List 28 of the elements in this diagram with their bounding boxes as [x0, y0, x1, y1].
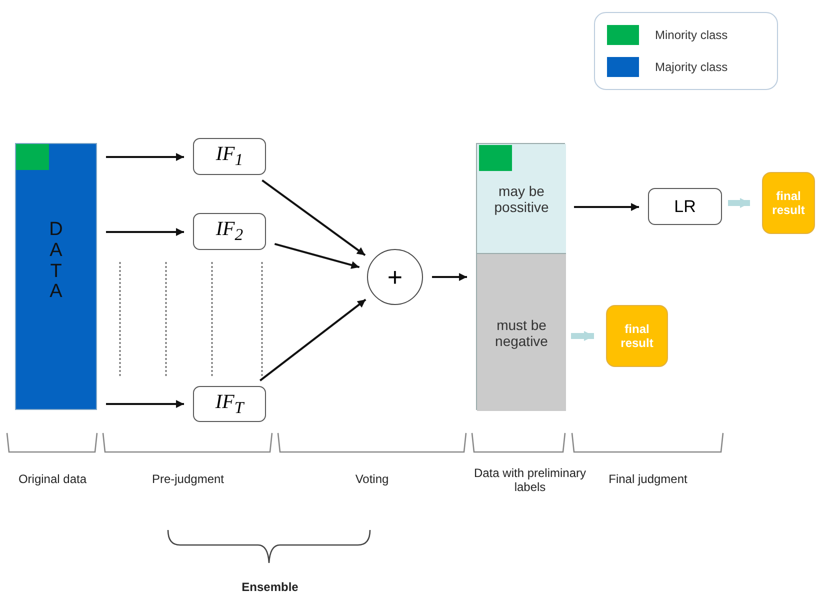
- arrow: [106, 153, 184, 161]
- legend-label: Minority class: [655, 28, 728, 42]
- arrow: [574, 203, 639, 211]
- classifier-box: IF$_{2}$: [193, 213, 266, 250]
- arrow: [262, 179, 366, 256]
- arrow: [106, 228, 184, 236]
- stage-label: Ensemble: [240, 580, 300, 594]
- classifier-box: IF$_{1}$: [193, 138, 266, 175]
- data-bar: DATA: [15, 143, 97, 410]
- arrow: [432, 273, 467, 281]
- sum-circle: +: [367, 249, 423, 305]
- result-box: final result: [762, 172, 815, 234]
- negative-section: must be negative: [477, 254, 566, 411]
- stage-label: Voting: [354, 472, 390, 486]
- stage-label: Data with preliminary labels: [472, 466, 588, 494]
- data-column: [476, 143, 565, 410]
- arrow: [259, 298, 366, 382]
- arrow: [274, 242, 360, 269]
- result-box: final result: [606, 305, 668, 367]
- stage-label: Pre-judgment: [150, 472, 226, 486]
- process-box: LR: [648, 188, 722, 225]
- arrow: [571, 331, 594, 341]
- arrow: [728, 198, 750, 208]
- stage-label: Original data: [17, 472, 88, 486]
- positive-section: may be possitive: [477, 144, 566, 254]
- arrow: [106, 400, 184, 408]
- classifier-box: IF$_{T}$: [193, 386, 266, 422]
- legend-label: Majority class: [655, 60, 728, 74]
